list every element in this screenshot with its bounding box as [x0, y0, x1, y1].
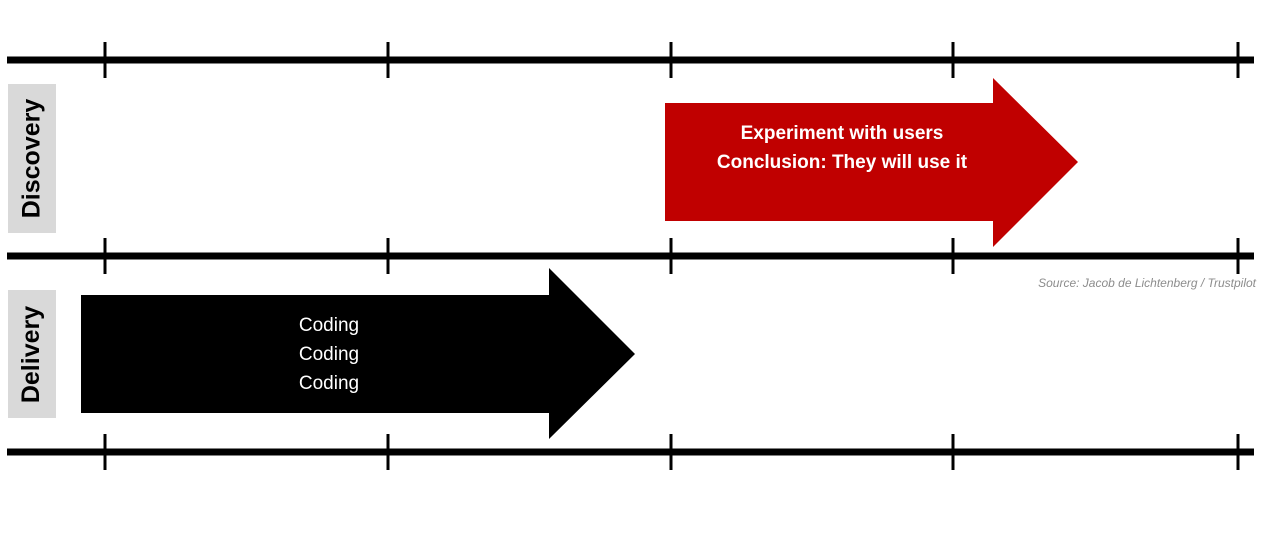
timeline-tick [103, 434, 107, 470]
timeline-tick [386, 434, 390, 470]
timeline-tick [669, 42, 673, 78]
timeline-tick [951, 42, 955, 78]
delivery-arrow-text: Coding Coding Coding [229, 311, 429, 398]
timeline-tick [1236, 434, 1240, 470]
timeline-tick [1236, 42, 1240, 78]
arrow-text-line: Experiment with users [740, 123, 944, 144]
delivery-arrow [81, 268, 635, 439]
timeline-line [7, 252, 1254, 260]
timeline-tick [386, 42, 390, 78]
lane-label-discovery: Discovery [8, 84, 56, 233]
timeline-tick [386, 238, 390, 274]
timeline-line [7, 448, 1254, 456]
source-caption: Source: Jacob de Lichtenberg / Trustpilo… [1038, 276, 1256, 290]
discovery-arrow [665, 78, 1078, 247]
lane-label-delivery: Delivery [8, 290, 56, 418]
lane-label-text: Delivery [17, 305, 46, 403]
timeline-tick [103, 238, 107, 274]
arrow-text-line: Coding [298, 373, 360, 394]
timeline-line [7, 56, 1254, 64]
timeline-tick [103, 42, 107, 78]
timeline-tick [669, 238, 673, 274]
lane-label-text: Discovery [17, 98, 46, 219]
arrow-text-line: Coding [298, 315, 360, 336]
timeline-tick [1236, 238, 1240, 274]
discovery-arrow-text: Experiment with users Conclusion: They w… [692, 119, 992, 177]
timeline-tick [669, 434, 673, 470]
timeline-tick [951, 434, 955, 470]
arrow-text-line: Coding [298, 344, 360, 365]
arrow-text-line: Conclusion: They will use it [716, 152, 968, 173]
timeline-tick [951, 238, 955, 274]
